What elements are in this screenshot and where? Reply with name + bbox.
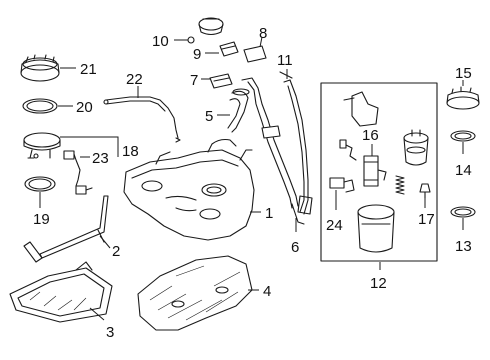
- pump-reservoir-cup: [357, 204, 395, 253]
- part-23-fuel-level-sender: [63, 150, 93, 195]
- pump-filter-cartridge: [403, 129, 429, 166]
- part-5-filler-hose: [227, 88, 250, 133]
- leader-8: [259, 36, 263, 48]
- callout-21: 21: [80, 61, 97, 78]
- pump-spring: [395, 175, 405, 195]
- part-7-clip: [209, 73, 233, 89]
- part-21-lock-ring: [20, 54, 60, 82]
- callout-19: 19: [33, 211, 50, 228]
- callout-24: 24: [326, 217, 343, 234]
- part-19-gasket: [24, 176, 56, 192]
- part-22-vent-tube: [103, 96, 181, 143]
- callout-4: 4: [263, 283, 271, 300]
- part-4-heat-shield: [137, 255, 253, 331]
- part-14-gasket: [450, 130, 476, 142]
- part-1-fuel-tank: [123, 138, 255, 241]
- callout-17: 17: [418, 211, 435, 228]
- callout-15: 15: [455, 65, 472, 82]
- part-2-tank-strap: [23, 195, 109, 263]
- leader-3: [89, 307, 105, 321]
- part-16-fuel-pump: [363, 155, 387, 187]
- part-13-gasket: [450, 206, 476, 218]
- callout-7: 7: [190, 72, 198, 89]
- callout-22: 22: [126, 71, 143, 88]
- part-15-lock-ring: [446, 86, 480, 110]
- callout-12: 12: [370, 275, 387, 292]
- callout-8: 8: [259, 25, 267, 42]
- pump-bracket: [343, 91, 379, 127]
- callout-5: 5: [205, 108, 213, 125]
- fuel-cap: [198, 17, 224, 36]
- callout-3: 3: [106, 324, 114, 341]
- part-12-pump-assembly-frame: [320, 82, 438, 262]
- part-10-plug: [177, 36, 195, 44]
- callout-6: 6: [291, 239, 299, 256]
- callout-13: 13: [455, 238, 472, 255]
- part-18-sender-cap: [23, 132, 61, 159]
- callout-14: 14: [455, 162, 472, 179]
- callout-18: 18: [122, 143, 139, 160]
- part-8-pad: [243, 45, 267, 63]
- pump-wire-harness: [339, 139, 357, 161]
- callout-16: 16: [362, 127, 379, 144]
- callout-23: 23: [92, 150, 109, 167]
- callout-2: 2: [112, 243, 120, 260]
- part-9-bracket: [219, 41, 239, 57]
- part-20-gasket: [22, 98, 58, 114]
- part-3-undercover: [9, 261, 113, 323]
- callout-1: 1: [265, 205, 273, 222]
- callout-10: 10: [152, 33, 169, 50]
- callout-9: 9: [193, 46, 201, 63]
- leader-2: [99, 235, 111, 249]
- callout-11: 11: [277, 52, 293, 69]
- part-24-regulator: [329, 177, 355, 193]
- part-17-valve: [419, 183, 431, 199]
- part-11-filler-pipe: [241, 71, 313, 225]
- callout-20: 20: [76, 99, 93, 116]
- leader-18: [60, 136, 119, 157]
